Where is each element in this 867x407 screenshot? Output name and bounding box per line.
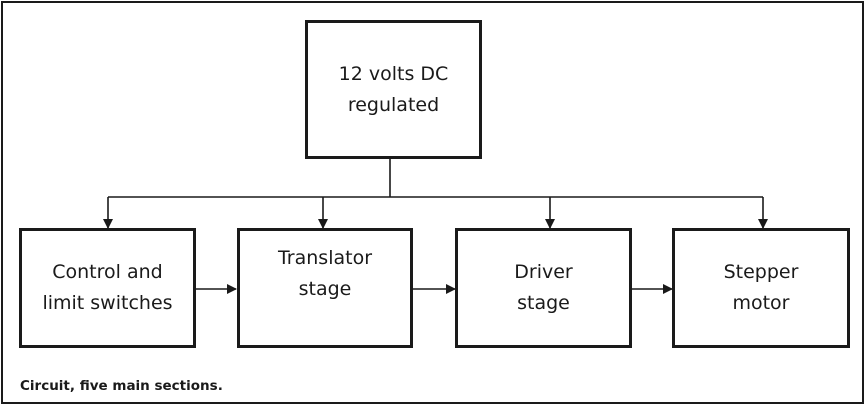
translator-stage-label: Translator stage <box>277 247 373 300</box>
driver-stage-block: Driver stage <box>455 228 632 348</box>
figure-caption: Circuit, five main sections. <box>20 378 223 394</box>
stepper-motor-label: Stepper motor <box>723 261 799 314</box>
translator-stage-block: Translator stage <box>237 228 413 348</box>
control-switches-block: Control and limit switches <box>19 228 196 348</box>
power-supply-block: 12 volts DC regulated <box>305 20 482 159</box>
driver-stage-label: Driver stage <box>514 261 573 314</box>
power-supply-label: 12 volts DC regulated <box>338 62 449 116</box>
control-switches-label: Control and limit switches <box>42 261 173 314</box>
stepper-motor-block: Stepper motor <box>672 228 850 348</box>
